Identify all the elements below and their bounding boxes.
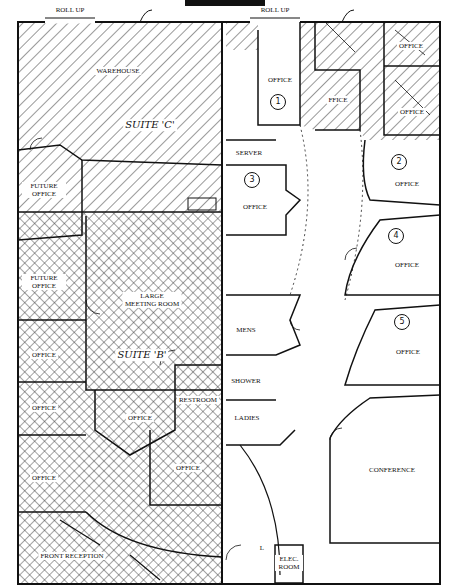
room-label: FRONT RECEPTION — [38, 552, 105, 560]
room-label: SHOWER — [229, 377, 263, 385]
room: WAREHOUSE SUITE 'C' — [20, 24, 220, 204]
room-label: FFICE — [326, 96, 349, 104]
room: FUTURE OFFICE — [20, 245, 82, 320]
room: LARGE MEETING ROOM SUITE 'B' — [86, 216, 222, 386]
room: OFFICE 5 — [350, 305, 440, 385]
room: FUTURE OFFICE — [20, 150, 82, 232]
room: RESTROOM — [175, 368, 222, 423]
callout-circle: 2 — [391, 154, 407, 170]
room-label: OFFICE — [397, 42, 425, 50]
room-label: OFFICE — [241, 203, 269, 211]
suite-label: SUITE 'B' — [115, 349, 168, 361]
room-label: ELEC. ROOM — [275, 555, 303, 571]
room-label: OFFICE — [398, 108, 426, 116]
door-label: ROLL UP — [259, 6, 292, 14]
room-label: OFFICE — [174, 464, 202, 472]
room-label: FUTURE OFFICE — [22, 182, 66, 198]
room-label: MENS — [234, 326, 257, 334]
room-label: SERVER — [234, 149, 264, 157]
room-label: OFFICE — [393, 261, 421, 269]
room-label: OFFICE — [393, 180, 421, 188]
room-label: OFFICE — [266, 76, 294, 84]
room: OFFICE — [384, 24, 440, 64]
room-label: OFFICE — [30, 404, 58, 412]
room-label: OFFICE — [30, 474, 58, 482]
room: FFICE — [315, 70, 360, 130]
callout-number: 5 — [399, 317, 404, 326]
room: OFFICE — [95, 392, 175, 452]
room-label: L — [258, 544, 266, 552]
room: L — [226, 460, 326, 575]
room-label: RESTROOM — [177, 396, 219, 404]
room-label: WAREHOUSE — [94, 67, 141, 75]
suite-label: SUITE 'C' — [123, 119, 177, 131]
room: CONFERENCE — [335, 400, 440, 545]
callout-number: 2 — [396, 157, 401, 166]
callout-circle: 4 — [388, 228, 404, 244]
room: MENS — [226, 300, 276, 355]
room: FRONT RECEPTION — [20, 515, 130, 580]
room: OFFICE 3 — [226, 165, 286, 235]
room: LADIES — [226, 402, 276, 445]
room-label: LARGE MEETING ROOM — [123, 292, 182, 308]
room-label: LADIES — [233, 414, 262, 422]
room-label: OFFICE — [30, 351, 58, 359]
room: OFFICE — [20, 385, 82, 430]
room-label: CONFERENCE — [367, 466, 417, 474]
room: OFFICE — [20, 440, 82, 510]
room-label: FUTURE OFFICE — [22, 274, 66, 290]
callout-circle: 5 — [394, 314, 410, 330]
room: OFFICE — [150, 432, 222, 504]
callout-number: 3 — [249, 175, 254, 184]
room-label: OFFICE — [394, 348, 422, 356]
door-label: ROLL UP — [54, 6, 87, 14]
room: SHOWER — [226, 360, 276, 400]
room: OFFICE 2 — [365, 140, 440, 205]
room: OFFICE — [384, 70, 440, 135]
callout-circle: 3 — [244, 172, 260, 188]
callout-number: 4 — [393, 231, 398, 240]
room: ELEC. ROOM — [275, 545, 303, 583]
room: SERVER — [226, 140, 276, 165]
room: OFFICE 4 — [350, 215, 440, 295]
room: OFFICE 1 — [258, 50, 300, 125]
room-label: OFFICE — [126, 414, 154, 422]
callout-number: 1 — [275, 97, 280, 106]
callout-circle: 1 — [270, 94, 286, 110]
room: OFFICE — [20, 325, 82, 380]
